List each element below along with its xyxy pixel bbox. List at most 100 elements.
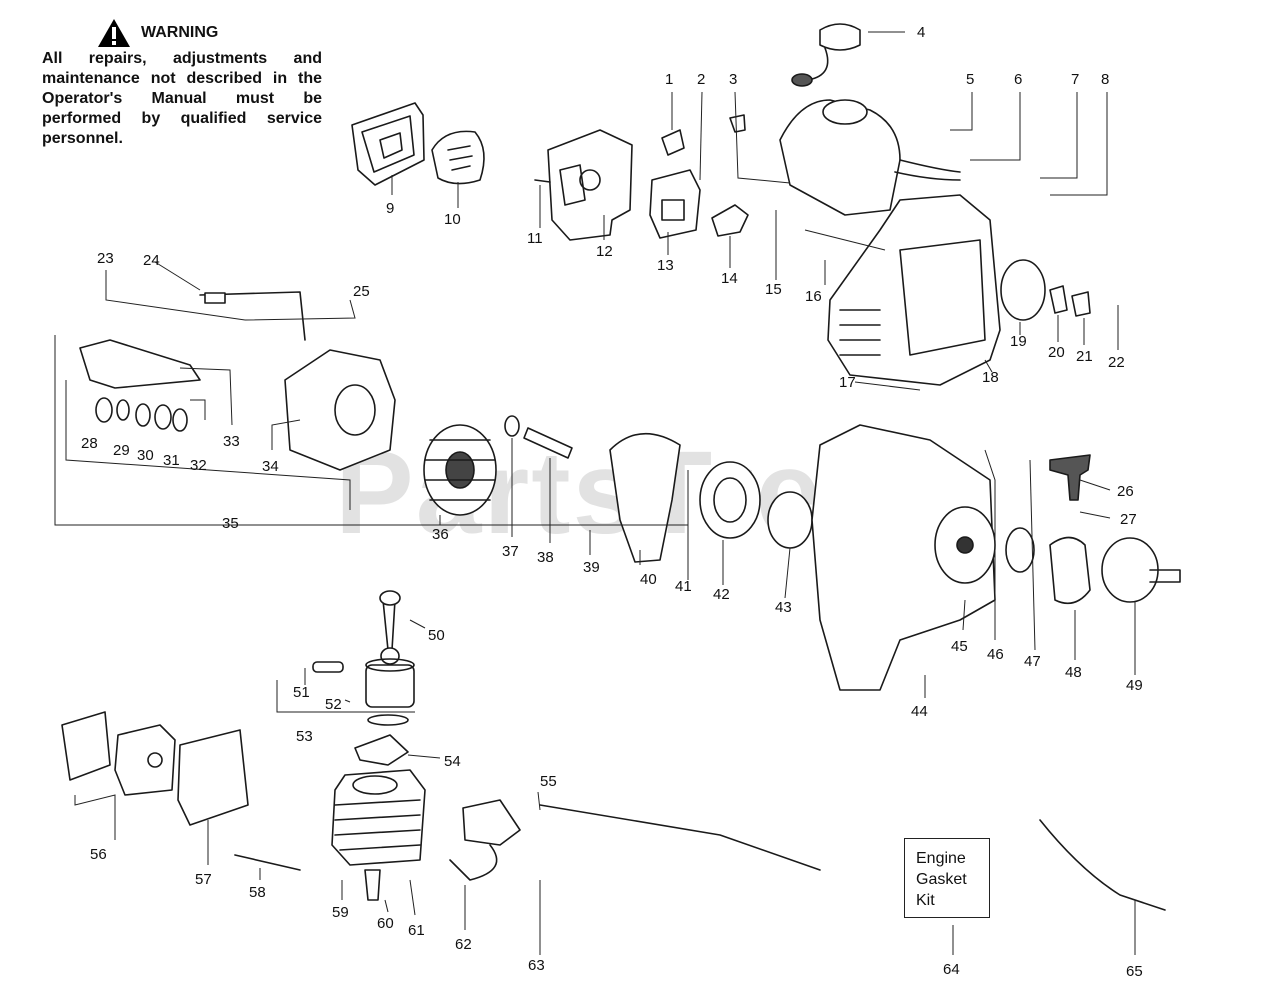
part-35: 35 [222, 515, 239, 532]
part-33: 33 [223, 433, 240, 450]
part-62: 62 [455, 936, 472, 953]
muffler-gasket [177, 729, 249, 826]
pad [1049, 285, 1068, 314]
base-gasket [354, 734, 409, 766]
part-55: 55 [540, 773, 557, 790]
part-1: 1 [665, 71, 673, 88]
part-10: 10 [444, 211, 461, 228]
cylinder [331, 769, 426, 866]
crank-shaft [79, 291, 306, 389]
part-52: 52 [325, 696, 342, 713]
part-29: 29 [113, 442, 130, 459]
piston [365, 658, 415, 726]
kit-label-line3: Kit [916, 892, 935, 909]
part-5: 5 [966, 71, 974, 88]
part-58: 58 [249, 884, 266, 901]
part-2: 2 [697, 71, 705, 88]
part-18: 18 [982, 369, 999, 386]
fan-shroud [609, 432, 681, 563]
part-59: 59 [332, 904, 349, 921]
part-49: 49 [1126, 677, 1143, 694]
part-9: 9 [386, 200, 394, 217]
part-28: 28 [81, 435, 98, 452]
starter-pulley [699, 461, 761, 539]
part-22: 22 [1108, 354, 1125, 371]
flywheel [423, 424, 497, 516]
part-44: 44 [911, 703, 928, 720]
warning-notice: WARNING All repairs, adjustments and mai… [42, 18, 322, 149]
part-17: 17 [839, 374, 856, 391]
recoil-housing [811, 424, 996, 691]
part-19: 19 [1010, 333, 1027, 350]
part-16: 16 [805, 288, 822, 305]
part-7: 7 [1071, 71, 1079, 88]
part-30: 30 [137, 447, 154, 464]
disc [1005, 527, 1035, 573]
part-43: 43 [775, 599, 792, 616]
part-48: 48 [1065, 664, 1082, 681]
part-36: 36 [432, 526, 449, 543]
wrist-pin [312, 661, 344, 673]
part-21: 21 [1076, 348, 1093, 365]
carburetor [649, 169, 701, 239]
part-54: 54 [444, 753, 461, 770]
part-57: 57 [195, 871, 212, 888]
part-45: 45 [951, 638, 968, 655]
clutch-drum [1101, 537, 1181, 603]
part-23: 23 [97, 250, 114, 267]
part-50: 50 [428, 627, 445, 644]
starter-handle [1049, 454, 1091, 501]
part-47: 47 [1024, 653, 1041, 670]
connecting-rod [382, 599, 396, 651]
part-51: 51 [293, 684, 310, 701]
crankcase [284, 349, 396, 471]
part-12: 12 [596, 243, 613, 260]
part-15: 15 [765, 281, 782, 298]
part-26: 26 [1117, 483, 1134, 500]
washer [504, 415, 520, 437]
air-filter-cover [351, 102, 425, 186]
kit-label-line2: Gasket [916, 871, 967, 888]
part-27: 27 [1120, 511, 1137, 528]
warning-triangle-icon [98, 19, 130, 47]
part-37: 37 [502, 543, 519, 560]
part-46: 46 [987, 646, 1004, 663]
knob [661, 129, 685, 156]
screw [534, 179, 551, 183]
part-31: 31 [163, 452, 180, 469]
engine-housing [827, 194, 1001, 386]
part-41: 41 [675, 578, 692, 595]
warning-body: All repairs, adjustments and maintenance… [42, 50, 322, 147]
part-39: 39 [583, 559, 600, 576]
shaft [523, 427, 573, 459]
part-20: 20 [1048, 344, 1065, 361]
recoil-spring [767, 491, 813, 549]
spring [234, 854, 301, 871]
fuel-cap [791, 23, 861, 87]
part-6: 6 [1014, 71, 1022, 88]
part-53: 53 [296, 728, 313, 745]
throttle-cable [539, 804, 821, 871]
ground-wire [1039, 819, 1166, 911]
grommet [729, 114, 746, 133]
part-14: 14 [721, 270, 738, 287]
air-box [547, 129, 633, 241]
part-4: 4 [917, 24, 925, 41]
kit-label-line1: Engine [916, 850, 966, 867]
ignition-module [449, 799, 521, 881]
part-number-labels: 1 2 3 4 5 6 7 8 9 10 11 12 13 14 15 16 1… [81, 24, 1143, 980]
part-64: 64 [943, 961, 960, 978]
o-ring [1000, 259, 1046, 321]
engine-gasket-kit-box: Engine Gasket Kit [904, 838, 990, 918]
part-24: 24 [143, 252, 160, 269]
part-3: 3 [729, 71, 737, 88]
part-13: 13 [657, 257, 674, 274]
part-34: 34 [262, 458, 279, 475]
gasket [711, 204, 749, 237]
part-63: 63 [528, 957, 545, 974]
part-60: 60 [377, 915, 394, 932]
fuel-tank [779, 99, 961, 216]
bearing-set [95, 397, 188, 432]
muffler [61, 711, 176, 796]
leader-lines [54, 31, 1136, 955]
